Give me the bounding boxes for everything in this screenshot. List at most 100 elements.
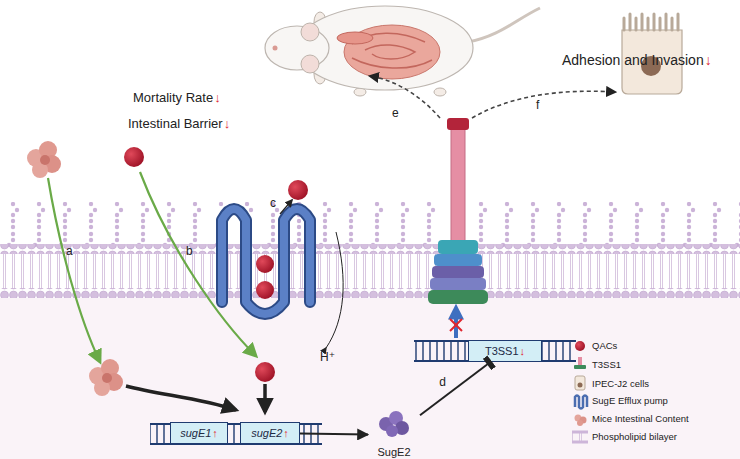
decoration xyxy=(578,357,582,365)
decoration xyxy=(434,88,446,96)
decoration xyxy=(578,383,583,388)
decrease-arrow: ↓ xyxy=(705,52,712,68)
decoration xyxy=(434,254,482,266)
legend-text: SugE Efflux pump xyxy=(592,395,668,406)
node-text: T3SS1 xyxy=(485,345,519,357)
decoration xyxy=(438,240,478,254)
qac-molecule xyxy=(256,281,274,299)
decoration xyxy=(572,432,588,442)
proton-label: H⁺ xyxy=(320,350,335,364)
decoration xyxy=(273,46,278,51)
legend-text: IPEC-J2 cells xyxy=(592,378,649,389)
qac-molecule xyxy=(288,180,308,200)
decoration xyxy=(222,209,310,314)
legend-entry: QACs xyxy=(592,338,617,354)
decrease-arrow: ↓ xyxy=(224,116,231,131)
step-letter: b xyxy=(186,244,193,258)
connector xyxy=(300,433,368,434)
change-arrow: ↑ xyxy=(283,427,289,439)
decoration xyxy=(222,209,310,314)
decoration xyxy=(572,431,588,434)
legend-entry: Mice Intestinal Content xyxy=(592,411,689,427)
outcome-text: Mortality Rate xyxy=(133,90,213,105)
efflux-arrow xyxy=(280,200,292,214)
legend-icons xyxy=(572,341,588,442)
qac-molecule xyxy=(124,147,144,167)
cytoplasm xyxy=(0,298,740,459)
mouse-illustration xyxy=(265,6,540,96)
qac-molecule xyxy=(256,255,274,273)
decoration xyxy=(574,365,586,369)
block-mark xyxy=(450,319,462,331)
decoration xyxy=(577,420,583,426)
lps-layer xyxy=(0,202,740,248)
legend-text: Mice Intestinal Content xyxy=(592,413,689,424)
proton-arrow xyxy=(326,232,343,348)
legend-text: Phospholipid bilayer xyxy=(592,431,677,442)
decoration xyxy=(414,341,576,361)
connector xyxy=(420,362,490,415)
legend-entry: IPEC-J2 cells xyxy=(592,376,649,392)
decoration xyxy=(301,23,319,41)
legend-text: QACs xyxy=(592,340,617,351)
lipid-heads-outer xyxy=(0,244,740,254)
decoration xyxy=(575,376,585,390)
step-letter: c xyxy=(270,196,276,210)
label-row: Adhesion and Invasion↓ xyxy=(562,52,712,68)
outcome-text: Intestinal Barrier xyxy=(128,116,223,131)
legend-entry: SugE Efflux pump xyxy=(592,393,668,409)
efflux-pump xyxy=(222,209,310,314)
intestinal-content xyxy=(27,141,61,178)
legend-text: T3SS1 xyxy=(592,359,621,370)
decoration xyxy=(572,441,588,444)
decoration xyxy=(102,373,112,383)
decoration xyxy=(430,278,486,290)
effect-arrow xyxy=(370,76,440,118)
gene-box: T3SS1↓ xyxy=(468,340,542,362)
outcome-text: Adhesion and Invasion xyxy=(562,52,704,68)
decoration xyxy=(447,118,469,130)
gene-box: sugE1↑ xyxy=(170,422,228,444)
lipid-heads-inner xyxy=(0,288,740,298)
change-arrow: ↑ xyxy=(212,427,218,439)
decoration xyxy=(428,290,488,304)
decrease-arrow: ↓ xyxy=(214,90,221,105)
uptake-arrow xyxy=(48,178,100,362)
lipid-tails xyxy=(0,252,740,288)
step-letter: e xyxy=(392,106,399,120)
uptake-arrow xyxy=(140,172,256,356)
decoration xyxy=(575,396,587,409)
dna-strand xyxy=(414,341,576,361)
decoration xyxy=(575,341,585,351)
intestinal-content xyxy=(89,359,123,396)
decoration xyxy=(432,266,484,278)
label-row: Intestinal Barrier↓ xyxy=(128,116,230,131)
decoration xyxy=(624,14,678,30)
node-text: sugE2 xyxy=(251,427,282,439)
decoration xyxy=(40,155,50,165)
legend-entry: T3SS1 xyxy=(592,357,621,373)
step-letter: a xyxy=(66,244,73,258)
decoration xyxy=(386,425,398,437)
change-arrow: ↓ xyxy=(520,345,526,357)
induction-arrow xyxy=(263,384,267,412)
effect-arrow xyxy=(472,91,615,118)
qac-molecule xyxy=(255,362,275,382)
induction-arrow xyxy=(126,386,236,410)
node-text: sugE1 xyxy=(180,427,211,439)
protein-node: SugE2 xyxy=(368,412,420,458)
step-letter: f xyxy=(536,98,539,112)
decoration xyxy=(451,128,465,258)
injectisome xyxy=(428,118,488,304)
gene-box: sugE2↑ xyxy=(240,422,300,444)
protein-blob xyxy=(379,411,409,437)
decoration xyxy=(301,55,319,73)
node-text: SugE2 xyxy=(377,446,410,458)
decoration xyxy=(337,32,373,44)
legend-entry: Phospholipid bilayer xyxy=(592,429,677,445)
label-row: Mortality Rate↓ xyxy=(133,90,221,105)
decoration xyxy=(468,8,540,42)
